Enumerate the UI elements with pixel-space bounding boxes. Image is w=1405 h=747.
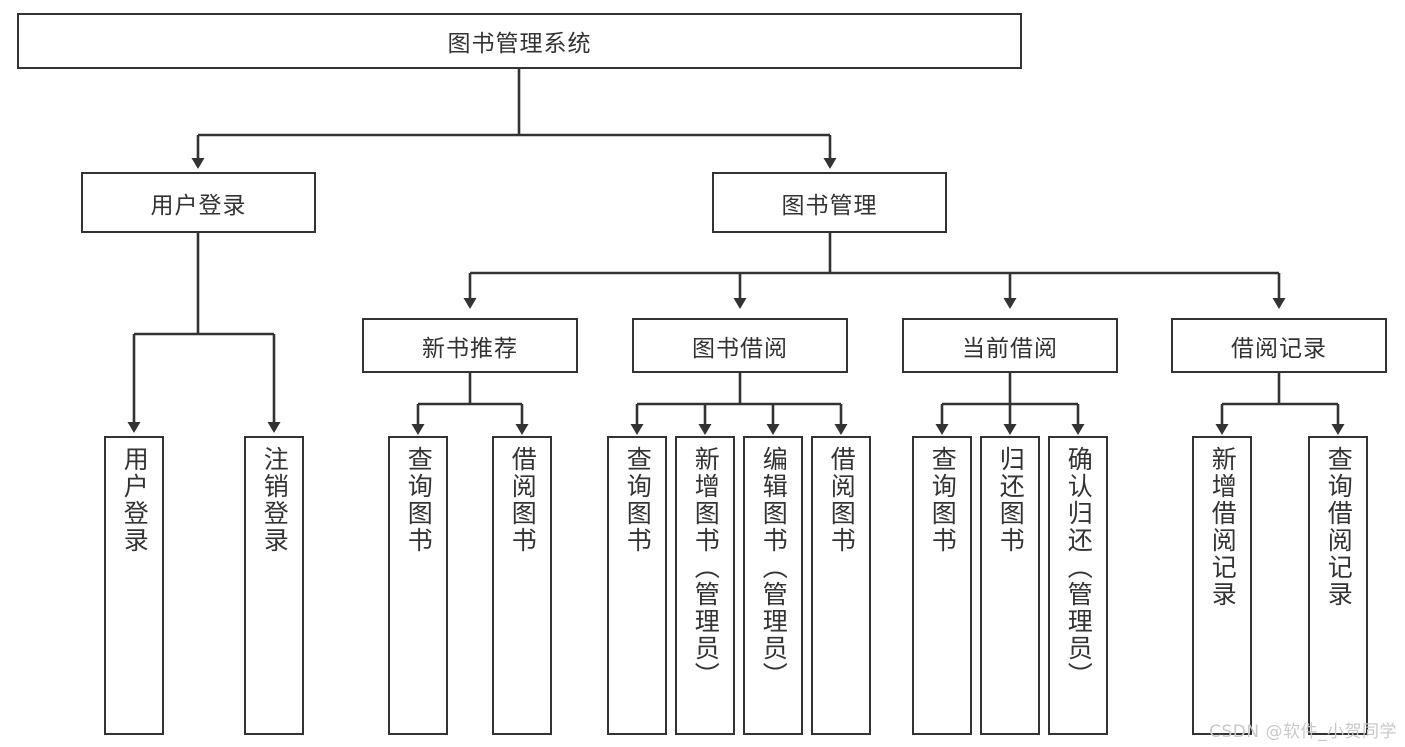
leaf-borrow-book-recommend[interactable]: 借阅图书 [492, 436, 552, 735]
node-label: 新书推荐 [422, 335, 518, 362]
leaf-query-book-current[interactable]: 查询图书 [912, 436, 972, 735]
node-label: 用户登录 [120, 446, 150, 554]
node-label: 查询借阅记录 [1324, 446, 1354, 608]
node-label: 借阅图书 [508, 446, 538, 554]
leaf-logout[interactable]: 注销登录 [244, 436, 304, 735]
node-root[interactable]: 图书管理系统 [17, 13, 1022, 69]
node-label: 查询图书 [404, 446, 434, 554]
leaf-query-book-borrow[interactable]: 查询图书 [607, 436, 667, 735]
node-label: 用户登录 [150, 192, 247, 219]
node-label: 新增借阅记录 [1208, 446, 1238, 608]
node-label: 图书管理系统 [447, 31, 592, 57]
node-label: 查询图书 [623, 446, 653, 554]
leaf-user-login[interactable]: 用户登录 [104, 436, 164, 735]
leaf-return-book[interactable]: 归还图书 [980, 436, 1040, 735]
node-user-login[interactable]: 用户登录 [81, 172, 316, 233]
leaf-edit-book-admin[interactable]: 编辑图书（管理员） [743, 436, 803, 735]
node-book-management[interactable]: 图书管理 [712, 172, 947, 233]
node-new-book-recommend[interactable]: 新书推荐 [362, 318, 578, 373]
node-label: 当前借阅 [962, 335, 1058, 362]
leaf-query-borrow-record[interactable]: 查询借阅记录 [1308, 436, 1368, 735]
leaf-add-borrow-record[interactable]: 新增借阅记录 [1192, 436, 1252, 735]
node-book-borrow[interactable]: 图书借阅 [632, 318, 848, 373]
node-label: 注销登录 [260, 446, 290, 554]
node-label: 确认归还（管理员） [1064, 446, 1094, 689]
leaf-confirm-return-admin[interactable]: 确认归还（管理员） [1048, 436, 1108, 735]
node-label: 新增图书（管理员） [691, 446, 721, 689]
node-label: 借阅图书 [827, 446, 857, 554]
node-label: 编辑图书（管理员） [759, 446, 789, 689]
node-label: 查询图书 [928, 446, 958, 554]
node-label: 借阅记录 [1231, 335, 1327, 362]
node-label: 图书借阅 [692, 335, 788, 362]
leaf-borrow-book[interactable]: 借阅图书 [811, 436, 871, 735]
node-label: 图书管理 [781, 192, 878, 219]
leaf-add-book-admin[interactable]: 新增图书（管理员） [675, 436, 735, 735]
node-label: 归还图书 [996, 446, 1026, 554]
leaf-query-book-recommend[interactable]: 查询图书 [388, 436, 448, 735]
watermark: CSDN @软件_小贺同学 [1209, 722, 1397, 742]
node-current-borrow[interactable]: 当前借阅 [902, 318, 1118, 373]
node-borrow-record[interactable]: 借阅记录 [1171, 318, 1387, 373]
